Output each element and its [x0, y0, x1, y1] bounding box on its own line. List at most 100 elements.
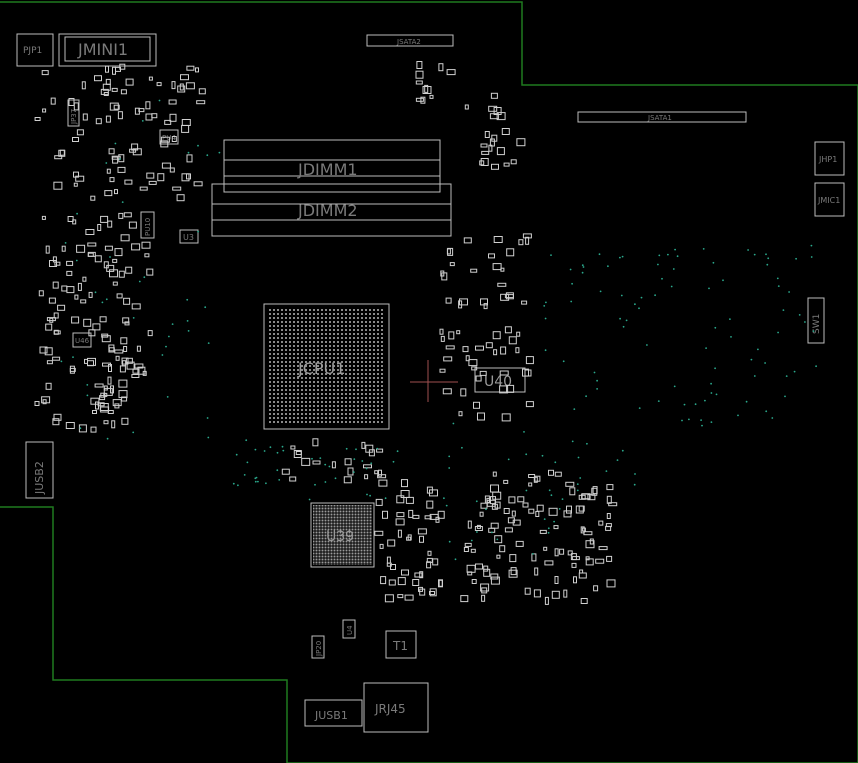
- pu10-chip: [140, 211, 155, 239]
- smd-part: [52, 356, 61, 361]
- via: [672, 268, 675, 270]
- smd-part: [551, 590, 560, 599]
- smd-part: [419, 588, 426, 596]
- via: [793, 370, 796, 373]
- smd-part: [585, 556, 590, 561]
- smd-part: [497, 282, 507, 287]
- via: [186, 298, 189, 301]
- smd-part: [415, 80, 423, 85]
- via: [314, 483, 316, 486]
- jhp1-label: JHP1: [818, 155, 837, 164]
- via: [705, 347, 707, 349]
- smd-part: [479, 370, 487, 376]
- smd-part: [466, 564, 476, 573]
- smd-part: [439, 368, 446, 373]
- via: [621, 255, 624, 258]
- smd-part: [142, 370, 147, 376]
- via: [443, 497, 445, 500]
- smd-part: [489, 113, 499, 120]
- via: [607, 265, 609, 268]
- via: [281, 445, 284, 448]
- smd-part: [138, 108, 145, 113]
- smd-part: [522, 233, 532, 239]
- via: [243, 474, 246, 476]
- via: [355, 448, 357, 451]
- via: [599, 290, 602, 293]
- smd-part: [490, 576, 500, 585]
- smd-part: [480, 502, 488, 509]
- via: [593, 371, 596, 374]
- smd-part: [533, 589, 541, 598]
- smd-part: [80, 299, 87, 304]
- smd-part: [464, 542, 472, 547]
- smd-part: [426, 500, 434, 509]
- via: [206, 154, 209, 157]
- via: [700, 419, 702, 421]
- smd-part: [117, 111, 123, 120]
- via: [254, 480, 257, 483]
- via: [269, 446, 272, 449]
- smd-part: [131, 374, 140, 378]
- smd-part: [61, 245, 66, 252]
- smd-part: [548, 507, 558, 516]
- via: [165, 345, 167, 348]
- smd-part: [490, 484, 499, 493]
- vias: [60, 99, 817, 561]
- smd-part: [591, 487, 598, 496]
- via: [708, 287, 710, 290]
- smd-part: [508, 336, 517, 345]
- smd-part: [401, 479, 408, 488]
- smd-part: [492, 471, 497, 477]
- smd-part: [295, 451, 302, 455]
- smd-part: [504, 527, 513, 533]
- smd-part: [281, 468, 290, 475]
- smd-part: [501, 413, 511, 422]
- smd-part: [474, 526, 483, 531]
- via: [777, 331, 779, 334]
- smd-part: [42, 108, 47, 113]
- smd-part: [95, 118, 102, 125]
- via: [171, 323, 174, 325]
- via: [767, 257, 770, 260]
- smd-part: [103, 92, 109, 96]
- smd-part: [518, 239, 524, 246]
- smd-part: [88, 291, 93, 298]
- via: [544, 349, 547, 352]
- smd-part: [567, 550, 573, 556]
- smd-part: [106, 168, 111, 174]
- smd-part: [508, 569, 518, 578]
- jp20-label: JP20: [315, 641, 323, 657]
- via: [187, 151, 190, 154]
- via: [141, 120, 144, 122]
- smd-part: [312, 460, 321, 465]
- smd-part: [123, 212, 132, 218]
- smd-part: [525, 236, 530, 245]
- smd-part: [66, 270, 73, 276]
- via: [121, 201, 124, 204]
- via: [86, 384, 89, 386]
- smd-part: [147, 330, 153, 337]
- via: [101, 301, 104, 304]
- via: [232, 482, 235, 485]
- via: [206, 417, 209, 419]
- via: [577, 456, 580, 459]
- smd-part: [414, 572, 423, 578]
- via: [366, 493, 368, 496]
- via: [683, 403, 686, 406]
- jmini1-label: JMINI1: [77, 40, 128, 59]
- jp20-jumper: [311, 635, 325, 659]
- smd-part: [112, 258, 118, 263]
- via: [197, 144, 199, 147]
- smd-part: [522, 502, 529, 508]
- smd-part: [61, 285, 68, 292]
- via: [576, 489, 579, 492]
- jmic1-label: JMIC1: [817, 196, 840, 205]
- smd-part: [131, 143, 139, 151]
- smd-part: [39, 346, 48, 354]
- smd-part: [595, 558, 605, 564]
- jsata2-connector: [366, 34, 454, 47]
- via: [485, 508, 487, 511]
- smd-part: [559, 548, 565, 555]
- smd-part: [608, 502, 618, 507]
- jdimm1-slot: [223, 139, 441, 193]
